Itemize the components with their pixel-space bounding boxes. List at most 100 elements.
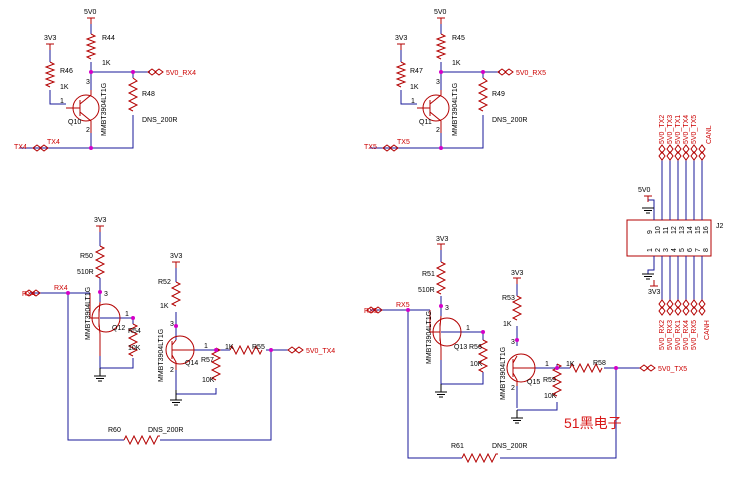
net-port <box>147 68 164 76</box>
rail-3v3-symbol <box>45 43 55 51</box>
net-port <box>674 144 682 161</box>
resistor-zigzag <box>127 323 139 357</box>
junction-dot <box>614 366 618 370</box>
pin-number: 14 <box>687 226 694 234</box>
net-port <box>698 144 706 161</box>
pin-number: 12 <box>671 226 678 234</box>
rail-3v3-symbol <box>436 243 446 251</box>
pin-number: 1 <box>545 361 549 368</box>
q10-ref: Q10 <box>68 119 81 126</box>
net-label-5v0-tx4: 5V0_TX4 <box>306 348 335 355</box>
r47-value: 1K <box>410 84 419 91</box>
block-rx5: 3V3 3V3 R51 510R R53 1K R56 10K R59 10K … <box>364 236 687 464</box>
r58-ref: R58 <box>593 360 606 367</box>
resistor-zigzag <box>229 344 263 356</box>
junction-dot <box>98 290 102 294</box>
r44-value: 1K <box>102 60 111 67</box>
transistor-leads <box>417 90 442 133</box>
rail-3v3-symbol <box>650 280 658 287</box>
ground-symbol <box>641 207 655 214</box>
r57-ref: R57 <box>201 357 214 364</box>
ground-symbol <box>93 375 107 382</box>
pin-number: 3 <box>104 291 108 298</box>
q11-part: MMBT3904LT1G <box>452 83 459 136</box>
resistor-zigzag <box>511 295 523 321</box>
resistor-zigzag <box>461 452 498 464</box>
rail-3v3-symbol <box>512 277 522 285</box>
wire <box>20 24 150 149</box>
net-label-5v0-rx5: 5V0_RX5 <box>691 320 698 350</box>
pin-number: 1 <box>411 98 415 105</box>
net-port <box>658 299 666 316</box>
rail-3v3-label: 3V3 <box>648 289 661 296</box>
r51-ref: R51 <box>422 271 435 278</box>
net-port <box>690 144 698 161</box>
net-port <box>674 299 682 316</box>
junction-dot <box>439 70 443 74</box>
resistor-zigzag <box>477 339 489 373</box>
q15-ref: Q15 <box>527 379 540 386</box>
r53-value: 1K <box>503 321 512 328</box>
pin-number: 1 <box>60 98 64 105</box>
pin-number: 3 <box>436 79 440 86</box>
resistor-zigzag <box>44 61 56 88</box>
pin-number: 3 <box>663 248 670 252</box>
rail-3v3-label: 3V3 <box>511 270 524 277</box>
net-port <box>690 299 698 316</box>
pin-number: 7 <box>695 248 702 252</box>
net-label-5v0-rx1: 5V0_RX1 <box>675 320 682 350</box>
pin-number: 3 <box>511 339 515 346</box>
rail-3v3-label: 3V3 <box>170 253 183 260</box>
junction-dot <box>555 366 559 370</box>
q15-part: MMBT3904LT1G <box>500 347 507 400</box>
rail-3v3-symbol <box>396 43 406 51</box>
net-label-canh: CANH <box>704 320 711 340</box>
resistor-zigzag <box>127 77 139 112</box>
pin-number: 16 <box>703 226 710 234</box>
r55-value: 1K <box>225 344 234 351</box>
r45-ref: R45 <box>452 35 465 42</box>
connector-body <box>626 219 712 257</box>
connector-j2: J2 9 10 11 12 13 14 15 16 1 2 3 4 5 6 7 … <box>626 115 724 350</box>
transistor-leads <box>429 310 442 360</box>
r57-value: 10K <box>202 377 215 384</box>
net-label-rx5: RX5 <box>396 302 410 309</box>
rail-5v0-symbol <box>86 17 96 25</box>
net-port <box>682 144 690 161</box>
r54-ref: R54 <box>128 328 141 335</box>
resistor-zigzag <box>94 245 106 279</box>
pin-number: 2 <box>655 248 662 252</box>
junction-dot <box>515 338 519 342</box>
pin-number: 2 <box>511 385 515 392</box>
junction-dot <box>66 291 70 295</box>
net-port <box>639 364 656 372</box>
resistor-zigzag <box>569 362 603 374</box>
r60-value: DNS_200R <box>148 427 183 434</box>
net-port <box>666 144 674 161</box>
junction-dot <box>89 146 93 150</box>
r50-ref: R50 <box>80 253 93 260</box>
r61-ref: R61 <box>451 443 464 450</box>
r53-ref: R53 <box>502 295 515 302</box>
junction-dot <box>481 70 485 74</box>
q12-ref: Q12 <box>112 325 125 332</box>
r46-value: 1K <box>60 84 69 91</box>
pin-number: 3 <box>86 79 90 86</box>
rail-5v0-symbol <box>436 17 446 25</box>
r48-ref: R48 <box>142 91 155 98</box>
r45-value: 1K <box>452 60 461 67</box>
r52-value: 1K <box>160 303 169 310</box>
junction-dot <box>439 146 443 150</box>
rail-5v0-label: 5V0 <box>84 9 97 16</box>
ground-symbol <box>641 273 655 280</box>
pin-number: 9 <box>647 230 654 234</box>
resistor-zigzag <box>477 77 489 112</box>
net-label-5v0-rx3: 5V0_RX3 <box>667 320 674 350</box>
net-port <box>497 68 514 76</box>
r52-ref: R52 <box>158 279 171 286</box>
rail-3v3-symbol <box>95 225 105 233</box>
r50-value: 510R <box>77 269 94 276</box>
junction-dot <box>131 70 135 74</box>
rail-5v0-label: 5V0 <box>638 187 651 194</box>
